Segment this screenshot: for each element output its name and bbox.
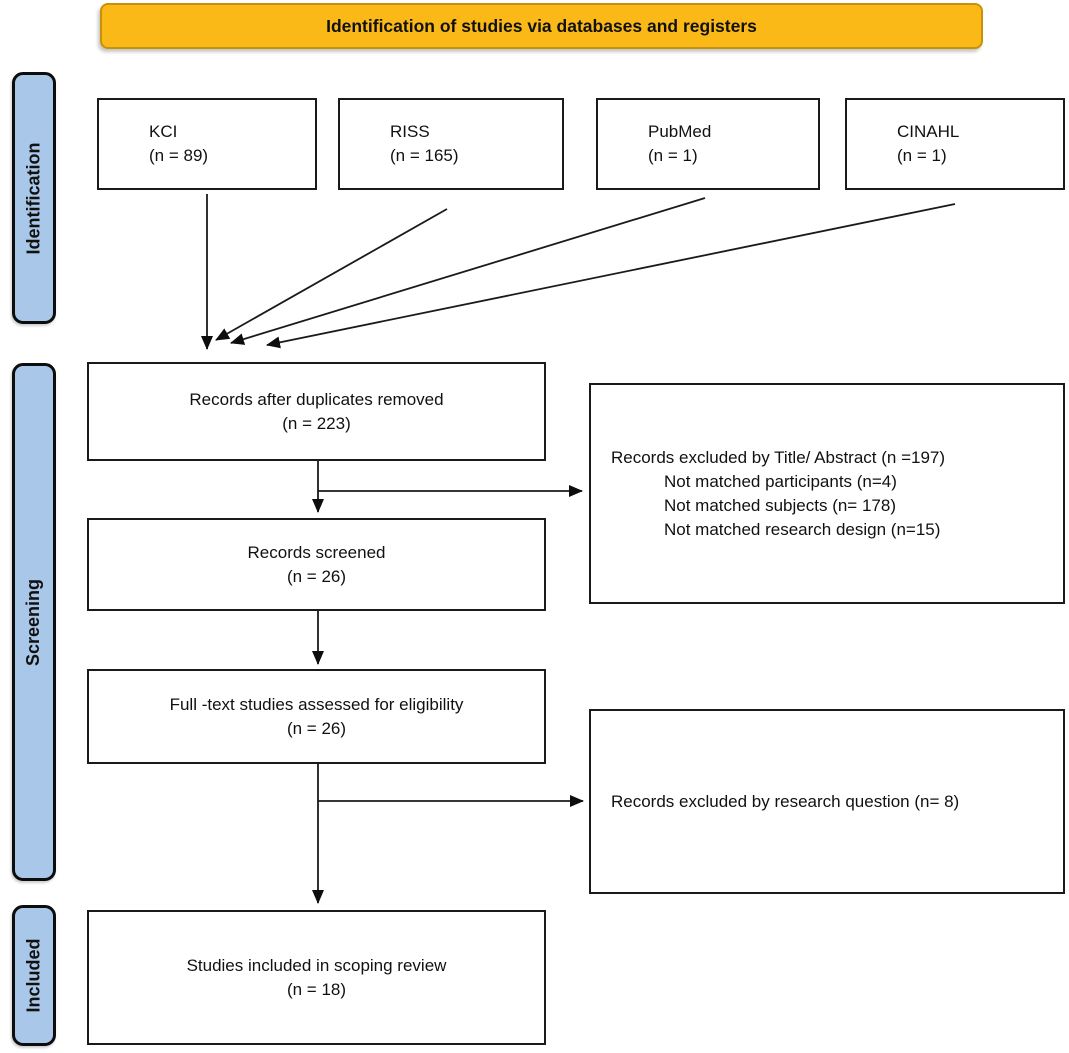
- flow-box-text: Studies included in scoping review: [186, 955, 447, 975]
- flow-box-text: Records screened: [247, 542, 386, 562]
- exclusion-title: Records excluded by research question (n…: [611, 791, 960, 811]
- flow-box-studies-included: Studies included in scoping review (n = …: [87, 910, 546, 1045]
- source-name: CINAHL: [897, 122, 960, 141]
- source-count: (n = 89): [149, 146, 209, 165]
- source-box-kci: KCI (n = 89): [97, 98, 317, 190]
- flow-box-text: Full -text studies assessed for eligibil…: [169, 694, 464, 714]
- diagram-title-banner: Identification of studies via databases …: [100, 3, 983, 49]
- stage-label-text: Screening: [23, 578, 44, 666]
- exclusion-reason: Not matched participants (n=4): [664, 471, 897, 491]
- source-count: (n = 1): [648, 146, 698, 165]
- source-count: (n = 165): [390, 146, 459, 165]
- flow-box-duplicates-removed: Records after duplicates removed (n = 22…: [87, 362, 546, 461]
- flow-box-count: (n = 26): [286, 566, 347, 586]
- exclusion-reason: Not matched research design (n=15): [664, 519, 941, 539]
- source-name: RISS: [390, 122, 430, 141]
- stage-label-text: Included: [23, 938, 44, 1013]
- arrow-riss-to-duplicates: [215, 208, 448, 341]
- exclusion-box-title-abstract: Records excluded by Title/ Abstract (n =…: [589, 383, 1065, 604]
- flow-box-fulltext-assessed: Full -text studies assessed for eligibil…: [87, 669, 546, 764]
- stage-label-identification: Identification: [12, 72, 56, 324]
- stage-label-included: Included: [12, 905, 56, 1046]
- stage-label-screening: Screening: [12, 363, 56, 881]
- stage-label-text: Identification: [23, 142, 44, 254]
- flow-box-count: (n = 26): [286, 718, 347, 738]
- arrow-cinahl-to-duplicates: [266, 203, 956, 349]
- exclusion-box-research-question: Records excluded by research question (n…: [589, 709, 1065, 894]
- source-count: (n = 1): [897, 146, 947, 165]
- flow-box-count: (n = 223): [282, 413, 351, 433]
- flow-box-count: (n = 18): [286, 979, 347, 999]
- arrow-pubmed-to-duplicates: [230, 197, 706, 345]
- flow-box-text: Records after duplicates removed: [189, 389, 444, 409]
- diagram-title: Identification of studies via databases …: [326, 15, 757, 36]
- exclusion-title: Records excluded by Title/ Abstract (n =…: [611, 447, 946, 467]
- source-box-cinahl: CINAHL (n = 1): [845, 98, 1065, 190]
- source-name: PubMed: [648, 122, 712, 141]
- source-box-riss: RISS (n = 165): [338, 98, 564, 190]
- source-box-pubmed: PubMed (n = 1): [596, 98, 820, 190]
- source-name: KCI: [149, 122, 178, 141]
- exclusion-reason: Not matched subjects (n= 178): [664, 495, 896, 515]
- flow-box-records-screened: Records screened (n = 26): [87, 518, 546, 611]
